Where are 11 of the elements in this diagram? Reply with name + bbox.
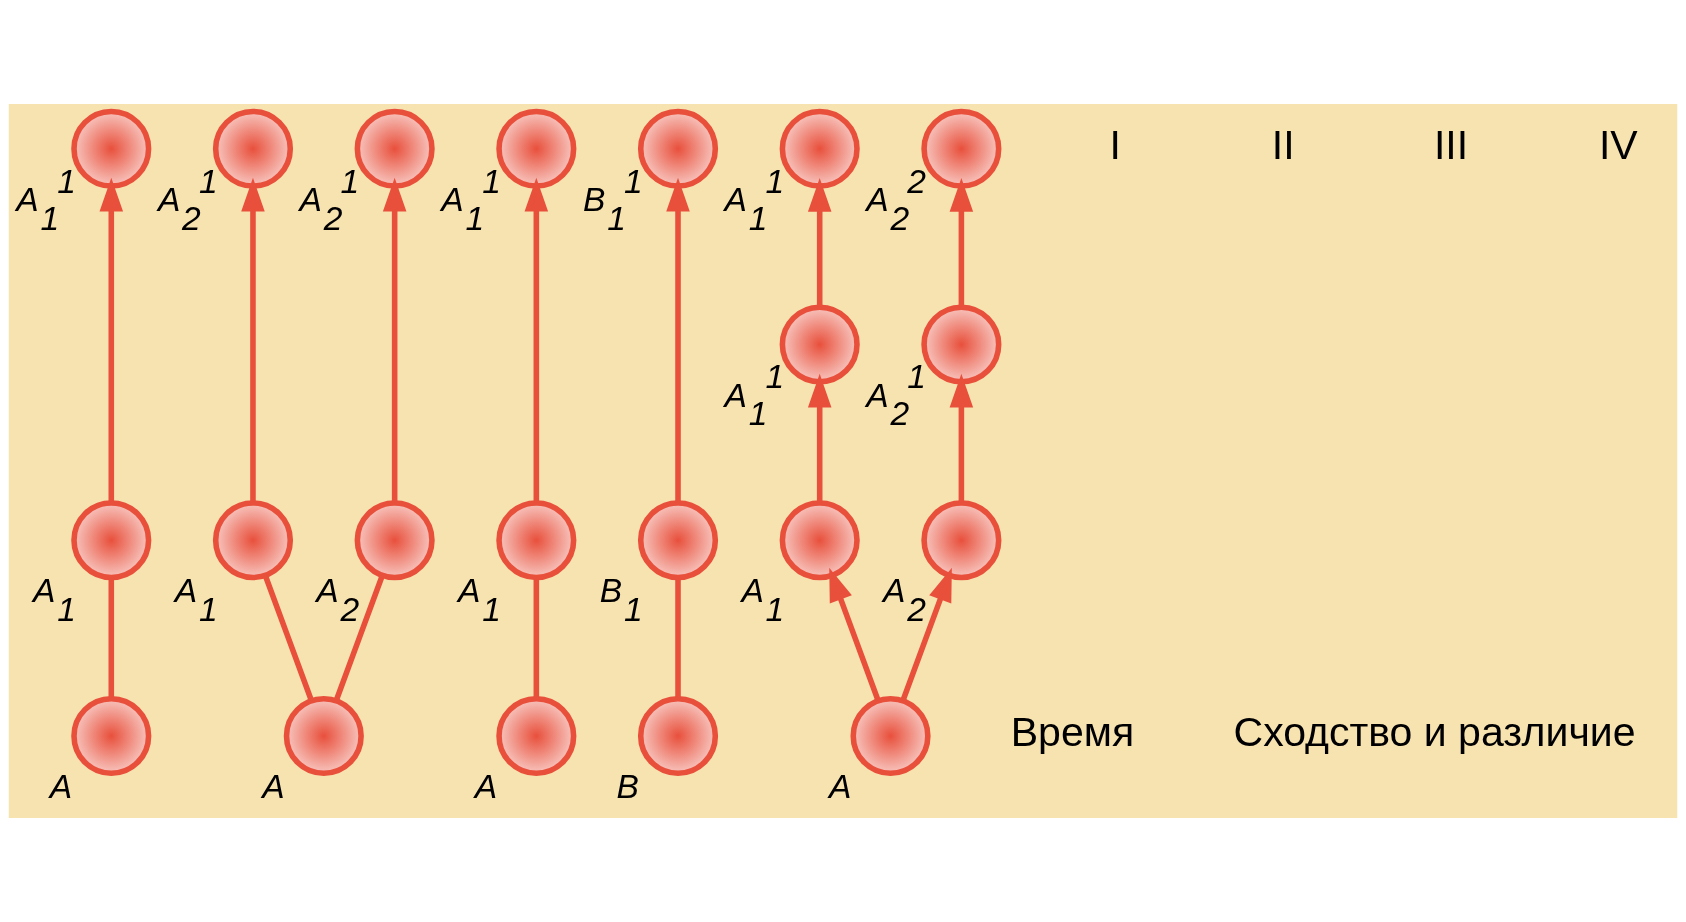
node-label: A xyxy=(262,768,285,806)
node-label: B xyxy=(616,768,639,806)
node-label: A xyxy=(474,768,498,806)
label: I xyxy=(1109,122,1121,169)
label: III xyxy=(1433,122,1469,169)
label: Сходство и различие xyxy=(1233,709,1636,756)
label: II xyxy=(1271,122,1295,169)
label: Время xyxy=(1010,709,1135,756)
node-label: A xyxy=(49,768,73,806)
node-label: A xyxy=(829,768,852,806)
label: IV xyxy=(1598,122,1638,169)
